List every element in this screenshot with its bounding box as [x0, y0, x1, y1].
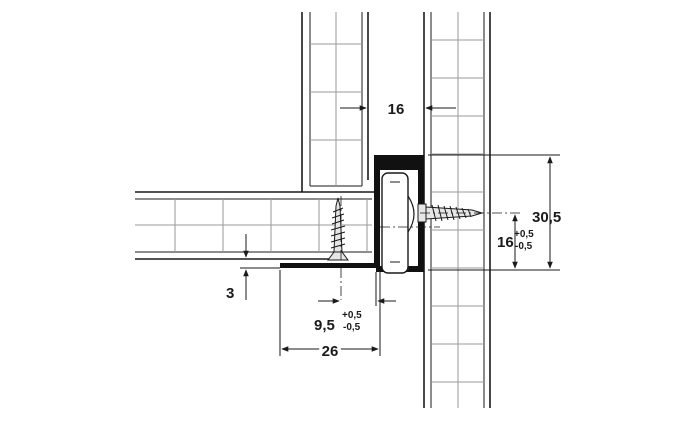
dimension-depth-bottom-label: 26: [322, 343, 339, 360]
dimension-screw-offset-tol-plus: +0,5: [342, 310, 362, 321]
dimension-gap-top-label: 16: [388, 101, 405, 118]
runner-roller: [381, 172, 415, 274]
wall-core-hatching: [310, 12, 362, 186]
drawer-bottom-board: [135, 191, 378, 260]
dimension-bottom-gap-label: 3: [226, 285, 234, 302]
bottom-core-hatching: [135, 199, 372, 252]
dimension-height-total-label: 30,5: [532, 209, 561, 226]
drawer-side-wall: [301, 12, 369, 192]
vertical-screw: [327, 197, 349, 261]
dimension-screw-height-tol-minus: -0,5: [515, 241, 533, 252]
dimension-bottom-gap: [240, 234, 280, 300]
dimension-screw-offset: [318, 272, 396, 306]
runner-rail-profile: [280, 155, 424, 272]
dimension-screw-offset-label: 9,5: [314, 317, 335, 334]
dimension-depth-bottom: [279, 270, 381, 356]
dimension-height-total: [428, 154, 560, 271]
dimension-screw-height-label: 16: [497, 234, 514, 251]
dimension-screw-height-tol-plus: +0,5: [514, 229, 534, 240]
cabinet-side-panel: [423, 12, 491, 408]
dimension-screw-offset-tol-minus: -0,5: [343, 322, 361, 333]
center-lines: [340, 196, 520, 300]
